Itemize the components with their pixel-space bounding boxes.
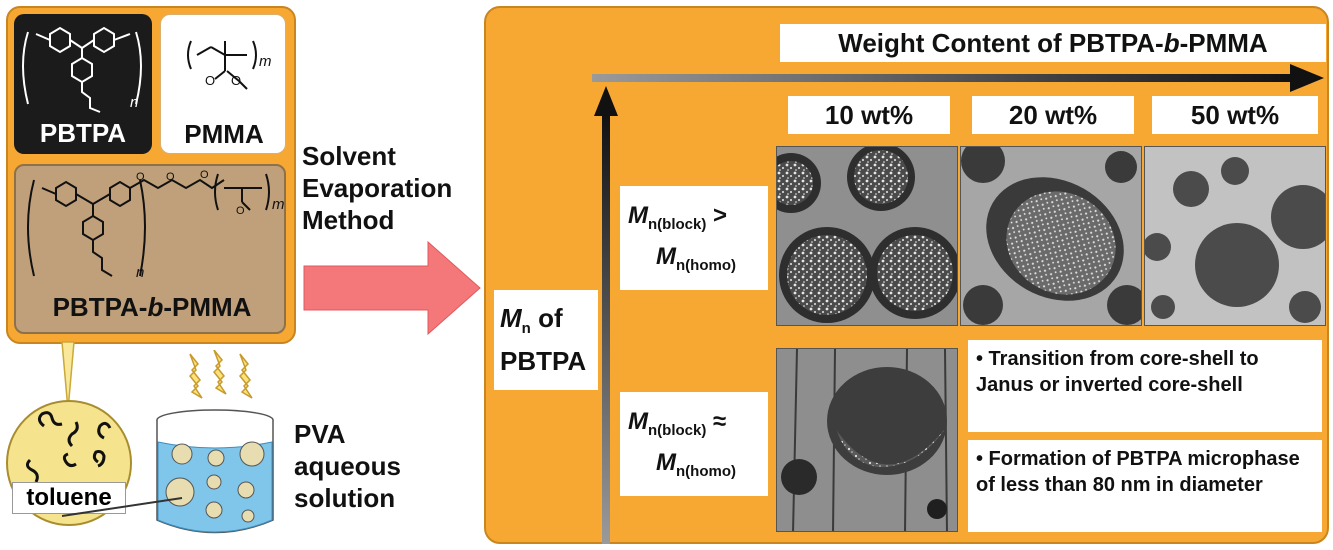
vapor-arrow-1 bbox=[188, 353, 203, 399]
block-copolymer-label: PBTPA-b-PMMA bbox=[52, 292, 252, 322]
block-subscript-m: m bbox=[272, 196, 285, 213]
block-copolymer-structure-icon: O O O O bbox=[27, 169, 270, 277]
pbtpa-structure-icon bbox=[22, 26, 142, 113]
pbtpa-label: PBTPA bbox=[39, 118, 127, 148]
svg-text:O: O bbox=[231, 73, 241, 88]
toluene-droplet: toluene bbox=[6, 400, 132, 526]
column-label-50wt: 50 wt% bbox=[1152, 96, 1318, 134]
pva-solution-label: PVA aqueous solution bbox=[294, 419, 401, 513]
note-formation: • Formation of PBTPA microphase of less … bbox=[968, 440, 1322, 532]
svg-text:O: O bbox=[205, 73, 215, 88]
toluene-label: toluene bbox=[26, 484, 112, 511]
pmma-structure-box: O O m PMMA bbox=[160, 14, 286, 154]
process-arrow-icon bbox=[303, 240, 481, 336]
svg-text:O: O bbox=[236, 205, 245, 217]
vapor-arrow-3 bbox=[238, 353, 253, 399]
block-subscript-n: n bbox=[136, 264, 145, 281]
tem-image-20wt-block-greater bbox=[960, 146, 1142, 326]
tem-image-10wt-block-approx bbox=[776, 348, 958, 532]
pmma-label: PMMA bbox=[184, 119, 264, 149]
note-transition: • Transition from core-shell to Janus or… bbox=[968, 340, 1322, 432]
row-label-block-approx: Mn(block) ≈ Mn(homo) bbox=[620, 392, 768, 496]
column-label-20wt: 20 wt% bbox=[972, 96, 1134, 134]
tem-image-50wt-block-greater bbox=[1144, 146, 1326, 326]
svg-text:O: O bbox=[136, 171, 145, 183]
vapor-arrow-2 bbox=[212, 349, 227, 395]
beaker bbox=[150, 349, 280, 542]
column-label-10wt: 10 wt% bbox=[788, 96, 950, 134]
pbtpa-subscript-n: n bbox=[130, 94, 139, 111]
pbtpa-structure-box: n PBTPA bbox=[14, 14, 152, 154]
row-label-block-greater: Mn(block) > Mn(homo) bbox=[620, 186, 768, 290]
method-label: Solvent Evaporation Method bbox=[302, 141, 453, 235]
pmma-subscript-m: m bbox=[259, 53, 272, 70]
x-axis-title: Weight Content of PBTPA-b-PMMA bbox=[780, 24, 1326, 62]
callout-pointer bbox=[61, 341, 75, 411]
y-axis-arrow bbox=[594, 86, 618, 544]
y-axis-title: Mn of PBTPA bbox=[494, 290, 598, 390]
polymer-chains-icon bbox=[25, 411, 112, 483]
pmma-structure-icon: O O bbox=[187, 40, 257, 90]
block-copolymer-structure-box: O O O O n m PBTPA-b-PMMA bbox=[14, 164, 286, 334]
svg-text:O: O bbox=[166, 171, 175, 183]
svg-text:O: O bbox=[200, 169, 209, 181]
beaker-icon bbox=[156, 349, 274, 534]
x-axis-arrow bbox=[592, 64, 1324, 92]
tem-image-10wt-block-greater bbox=[776, 146, 958, 326]
zoom-connector bbox=[61, 497, 183, 517]
